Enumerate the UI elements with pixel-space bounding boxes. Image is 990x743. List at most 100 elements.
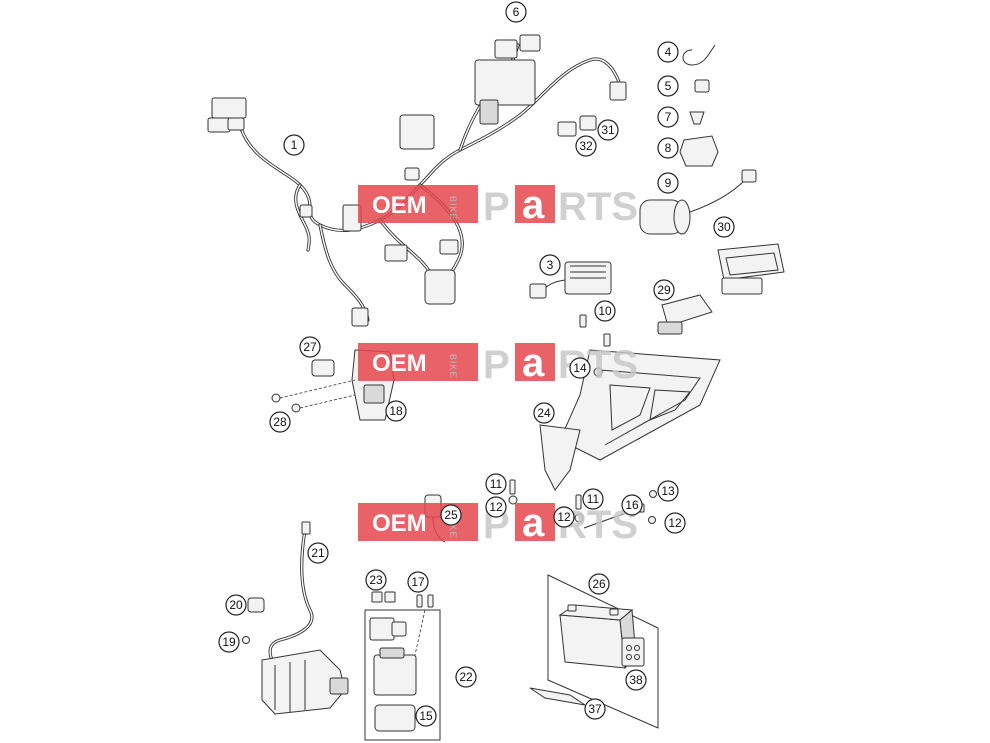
svg-text:OEM: OEM	[372, 192, 427, 219]
voltage-regulator-part	[529, 261, 612, 299]
svg-text:32: 32	[579, 139, 593, 153]
svg-text:8: 8	[665, 141, 672, 155]
callout-23[interactable]: 23	[365, 569, 387, 591]
relay-kit-part	[364, 591, 441, 741]
callout-20[interactable]: 20	[225, 594, 247, 616]
svg-text:17: 17	[411, 575, 425, 589]
svg-text:23: 23	[369, 573, 383, 587]
callout-7[interactable]: 7	[657, 106, 679, 128]
ecu-cover-part	[717, 243, 785, 295]
svg-text:13: 13	[661, 484, 675, 498]
svg-text:38: 38	[629, 673, 643, 687]
callout-31[interactable]: 31	[597, 119, 619, 141]
callout-18[interactable]: 18	[385, 400, 407, 422]
svg-text:5: 5	[665, 79, 672, 93]
svg-text:BIKE: BIKE	[448, 196, 458, 221]
callout-16[interactable]: 16	[621, 494, 643, 516]
callout-27[interactable]: 27	[299, 336, 321, 358]
relay-cover-part	[679, 135, 719, 167]
svg-text:P: P	[483, 343, 510, 387]
callout-17[interactable]: 17	[407, 571, 429, 593]
svg-text:28: 28	[273, 415, 287, 429]
electronics-tray-part	[539, 349, 721, 491]
svg-text:12: 12	[668, 516, 682, 530]
ecu-bracket-part	[657, 294, 713, 335]
callout-9[interactable]: 9	[657, 172, 679, 194]
callout-11-b[interactable]: 11	[582, 488, 604, 510]
svg-text:18: 18	[389, 404, 403, 418]
callout-37[interactable]: 37	[584, 698, 606, 720]
callout-28[interactable]: 28	[269, 411, 291, 433]
callout-25[interactable]: 25	[440, 504, 462, 526]
svg-text:a: a	[522, 341, 545, 385]
callout-19[interactable]: 19	[218, 631, 240, 653]
callout-11-a[interactable]: 11	[485, 473, 507, 495]
callout-32[interactable]: 32	[575, 135, 597, 157]
watermark-top: OEM BIKE P a RTS	[358, 183, 638, 229]
svg-text:a: a	[522, 183, 545, 227]
svg-text:15: 15	[419, 709, 433, 723]
callout-8[interactable]: 8	[657, 137, 679, 159]
battery-part	[529, 574, 659, 729]
svg-text:37: 37	[588, 702, 602, 716]
svg-text:OEM: OEM	[372, 350, 427, 377]
svg-text:24: 24	[537, 406, 551, 420]
callout-12-c[interactable]: 12	[664, 512, 686, 534]
svg-text:P: P	[483, 185, 510, 229]
svg-text:RTS: RTS	[558, 185, 638, 229]
callout-4[interactable]: 4	[657, 41, 679, 63]
callout-38[interactable]: 38	[625, 669, 647, 691]
fuse-part	[579, 314, 611, 347]
svg-text:26: 26	[592, 577, 606, 591]
svg-text:BIKE: BIKE	[448, 514, 458, 539]
wiring-harness-part	[207, 34, 627, 327]
holder-clip-part	[689, 111, 705, 125]
svg-text:3: 3	[547, 258, 554, 272]
svg-text:21: 21	[311, 546, 325, 560]
watermark-middle: OEM BIKE P a RTS	[358, 341, 638, 387]
horn-sensor-part	[639, 169, 757, 235]
svg-text:29: 29	[657, 283, 671, 297]
svg-text:7: 7	[665, 110, 672, 124]
callout-29[interactable]: 29	[653, 279, 675, 301]
svg-text:20: 20	[229, 598, 243, 612]
svg-text:4: 4	[665, 45, 672, 59]
callout-13[interactable]: 13	[657, 480, 679, 502]
callout-12-a[interactable]: 12	[485, 496, 507, 518]
starter-motor-part	[242, 521, 349, 715]
callout-5[interactable]: 5	[657, 75, 679, 97]
svg-text:14: 14	[573, 361, 587, 375]
svg-text:22: 22	[459, 670, 473, 684]
svg-text:OEM: OEM	[372, 510, 427, 537]
callout-3[interactable]: 3	[539, 254, 561, 276]
callout-22[interactable]: 22	[455, 666, 477, 688]
svg-text:10: 10	[598, 304, 612, 318]
svg-text:11: 11	[587, 492, 600, 506]
svg-text:16: 16	[625, 498, 639, 512]
svg-text:27: 27	[303, 340, 317, 354]
connector-clip-part	[694, 79, 710, 93]
callout-6[interactable]: 6	[505, 1, 527, 23]
svg-text:12: 12	[489, 500, 503, 514]
callout-14[interactable]: 14	[569, 357, 591, 379]
cable-tie-part	[682, 44, 716, 66]
callout-21[interactable]: 21	[307, 542, 329, 564]
svg-text:19: 19	[222, 635, 236, 649]
callout-15[interactable]: 15	[415, 705, 437, 727]
svg-text:a: a	[522, 501, 545, 545]
callout-12-b[interactable]: 12	[553, 506, 575, 528]
connector-pair-part	[557, 115, 597, 137]
svg-text:6: 6	[513, 5, 520, 19]
svg-text:12: 12	[557, 510, 571, 524]
callout-1[interactable]: 1	[283, 134, 305, 156]
callout-24[interactable]: 24	[533, 402, 555, 424]
svg-text:25: 25	[444, 508, 458, 522]
callout-layer: 1 3 4 5 6 7 8 9 10 11 11 12 12 12 13 14 …	[218, 1, 735, 727]
callout-30[interactable]: 30	[713, 216, 735, 238]
svg-text:31: 31	[601, 123, 615, 137]
svg-text:9: 9	[665, 176, 672, 190]
callout-10[interactable]: 10	[594, 300, 616, 322]
callout-26[interactable]: 26	[588, 573, 610, 595]
svg-text:30: 30	[717, 220, 731, 234]
